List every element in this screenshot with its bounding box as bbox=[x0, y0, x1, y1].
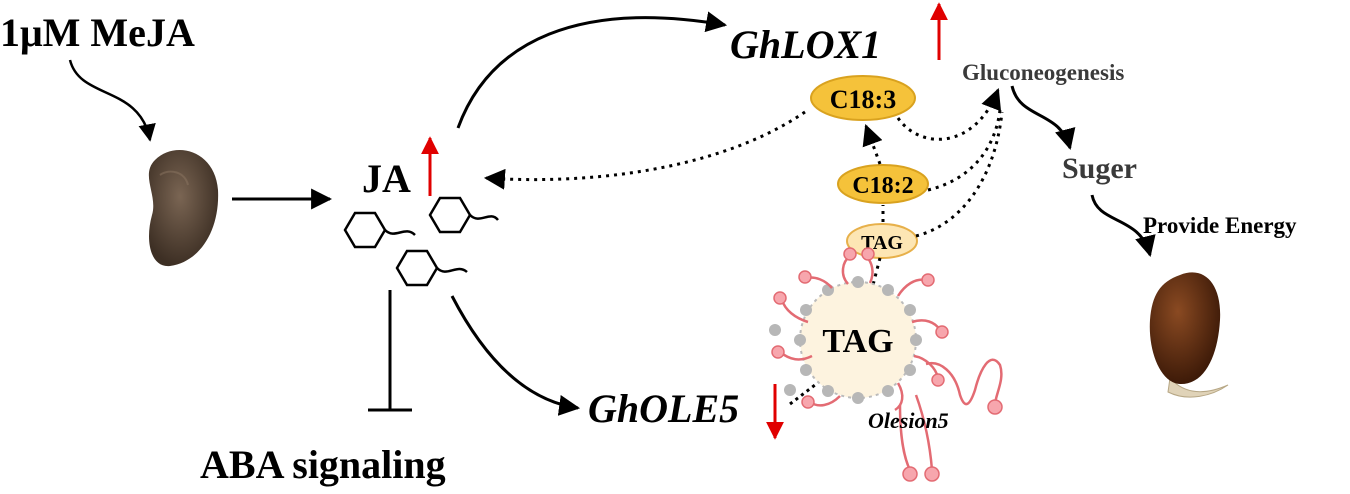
provide-energy-label: Provide Energy bbox=[1143, 213, 1297, 238]
c182-to-gluco-dotted bbox=[927, 109, 1002, 192]
ja-to-lox-arrow bbox=[456, 11, 728, 129]
oleosin5-label: Olesion5 bbox=[868, 408, 949, 433]
tag-droplet-label: TAG bbox=[822, 323, 893, 360]
tag-to-gluco-dotted bbox=[915, 111, 1004, 238]
sugar-to-seedling-arrow bbox=[1090, 194, 1156, 258]
aba-signaling-label: ABA signaling bbox=[200, 442, 446, 487]
c182-fatty-acid: C18:2 bbox=[837, 164, 929, 204]
c183-fatty-acid: C18:3 bbox=[810, 75, 916, 121]
droplet-to-tag-dotted bbox=[871, 257, 882, 286]
c183-to-ja-dotted-arrow bbox=[483, 110, 806, 190]
seed-icon bbox=[148, 150, 219, 267]
ole-to-droplet-dotted bbox=[789, 383, 816, 406]
meja-treatment-label: 1μM MeJA bbox=[0, 10, 195, 55]
lipid-droplet-icon: TAG bbox=[769, 247, 1003, 482]
ghole5-gene-label: GhOLE5 bbox=[588, 386, 739, 431]
ghlox1-gene-label: GhLOX1 bbox=[730, 22, 881, 67]
c182-to-c183-dotted-arrow bbox=[862, 124, 883, 165]
sugar-label: Suger bbox=[1062, 152, 1137, 185]
ja-label: JA bbox=[362, 156, 411, 201]
meja-to-seed-arrow bbox=[68, 59, 156, 142]
c183-label: C18:3 bbox=[830, 85, 896, 114]
gluco-to-sugar-arrow bbox=[1010, 85, 1076, 151]
gluconeogenesis-label: Gluconeogenesis bbox=[962, 60, 1124, 85]
germinating-seed-icon bbox=[1149, 272, 1229, 398]
c183-to-gluco-dotted-arrow bbox=[896, 88, 1002, 141]
ja-to-ole-arrow bbox=[450, 295, 581, 416]
tag-small: TAG bbox=[846, 223, 918, 259]
c182-label: C18:2 bbox=[852, 173, 913, 199]
cyclohexane-chain-icon bbox=[343, 196, 499, 287]
